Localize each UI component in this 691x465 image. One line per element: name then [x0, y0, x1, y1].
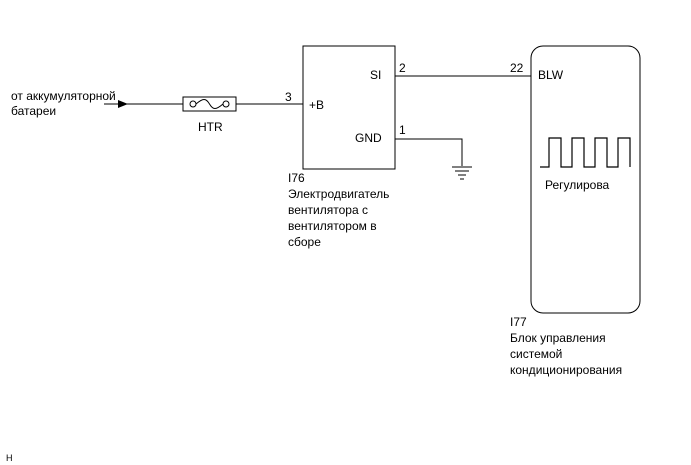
pin-si-name: SI	[370, 68, 381, 82]
blower-motor-id: I76	[288, 171, 305, 185]
blower-motor-name-line3: вентилятором в	[288, 219, 377, 233]
pin-1-number: 1	[399, 123, 406, 137]
ac-control-name-line3: кондиционирования	[510, 363, 622, 377]
blower-motor-name-line1: Электродвигатель	[288, 187, 389, 201]
wire-gnd	[395, 138, 463, 166]
ac-control-id: I77	[510, 315, 527, 329]
htr-fuse	[182, 96, 237, 112]
signal-label: Регулирова	[545, 178, 610, 192]
battery-arrow-icon	[118, 100, 128, 108]
pin-gnd-name: GND	[355, 131, 382, 145]
ac-control-box	[530, 45, 641, 314]
pulse-signal-icon	[540, 137, 631, 168]
pin-b-plus-name: +B	[309, 98, 324, 112]
ac-control-name-line1: Блок управления	[510, 331, 606, 345]
ground-icon	[452, 166, 472, 180]
source-label-line1: от аккумуляторной	[11, 89, 116, 103]
blower-motor-box	[302, 45, 396, 170]
fuse-label: HTR	[198, 120, 223, 134]
blower-motor-name-line2: вентилятора с	[288, 203, 368, 217]
source-label-line2: батареи	[11, 104, 56, 118]
pin-2-number: 2	[399, 61, 406, 75]
pin-3-number: 3	[285, 90, 292, 104]
pin-blw-name: BLW	[538, 68, 564, 82]
ac-control-name-line2: системой	[510, 347, 562, 361]
pin-22-number: 22	[510, 61, 524, 75]
blower-motor-name-line4: сборе	[288, 235, 321, 249]
footer-code: H	[6, 453, 13, 463]
